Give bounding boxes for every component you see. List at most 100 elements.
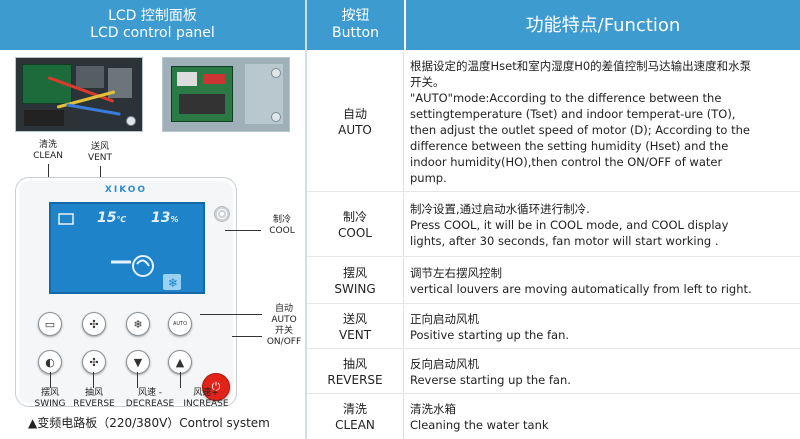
lcd-temperature-value: 15 [97,210,117,226]
cool-leader-line [225,230,261,231]
swing-callout: 摆风 SWING [30,388,70,410]
circuit-board-photo [15,57,143,132]
swing-callout-en: SWING [34,399,66,409]
function-line: indoor humidity(HO),then control the ON/… [410,154,723,169]
auto-key[interactable]: AUTO [168,312,192,336]
button-name-en: AUTO [338,122,372,137]
lcd-controller-device: XIKOO 15℃ 13% ❄ ▭ ✣ [15,177,237,407]
increase-leader-line [180,372,181,388]
function-line: Reverse starting up the fan. [410,372,571,387]
button-cell: 制冷 COOL [307,193,404,256]
function-cell: 制冷设置,通过启动水循环进行制冷. Press COOL, it will be… [406,193,796,256]
table-row: 抽风 REVERSE 反向启动风机 Reverse starting up th… [307,350,800,394]
function-line: settingtemperature (Tset) and indoor tem… [410,106,736,121]
reverse-key[interactable]: ✣ [82,350,106,374]
clean-callout-zh: 清洗 [38,140,57,150]
table-row: 摆风 SWING 调节左右摆风控制 vertical louvers are m… [307,258,800,304]
function-line: 正向启动风机 [410,311,479,326]
function-line: then adjust the outlet speed of motor (D… [410,122,750,137]
function-line: lights, after 30 seconds, fan motor will… [410,233,719,248]
increase-callout: 风速+ INCREASE [178,388,234,410]
lcd-humidity-unit: % [170,215,179,224]
header-lcd-panel: LCD 控制面板 LCD control panel [0,0,305,50]
button-name-zh: 抽风 [342,356,367,371]
function-line: 开关。 [410,74,445,89]
clean-callout: 清洗 CLEAN [28,140,68,162]
reverse-callout: 抽风 REVERSE [70,388,118,410]
cool-key[interactable]: ❄ [126,312,150,336]
function-line: difference between the setting humidity … [410,138,729,153]
decrease-callout-en: DECREASE [125,399,175,409]
header-lcd-panel-en: LCD control panel [90,25,215,41]
function-line: "AUTO"mode:According to the difference b… [410,90,722,105]
sensor-icon [214,206,230,222]
lcd-temperature-unit: ℃ [116,215,127,224]
lcd-humidity: 13% [151,210,179,226]
decrease-key[interactable]: ▼ [126,350,150,374]
lcd-segments [58,213,181,290]
header-button-zh: 按钮 [341,8,370,24]
control-system-caption: ▲变频电路板（220/380V）Control system [28,416,270,430]
table-row: 清洗 CLEAN 清洗水箱 Cleaning the water tank [307,395,800,439]
power-leader-line [232,336,262,337]
table-row: 自动 AUTO 根据设定的温度Hset和室内湿度H0的差值控制马达输出速度和水泵… [307,52,800,192]
clean-callout-en: CLEAN [33,151,63,161]
button-cell: 送风 VENT [307,305,404,348]
swing-key[interactable]: ◐ [38,350,62,374]
function-line: Press COOL, it will be in COOL mode, and… [410,217,729,232]
button-cell: 抽风 REVERSE [307,350,404,393]
swing-leader-line [50,372,51,388]
reverse-leader-line [93,372,94,388]
function-line: pump. [410,170,447,185]
lcd-temperature: 15℃ [97,210,126,226]
decrease-leader-line [137,372,138,388]
brand-logo: XIKOO [104,185,148,195]
vent-callout-zh: 送风 [90,142,109,152]
button-cell: 清洗 CLEAN [307,395,404,439]
decrease-callout-zh: 风速 - [137,388,163,398]
function-cell: 正向启动风机 Positive starting up the fan. [406,305,796,348]
power-callout-zh: 开关 [274,326,293,336]
reverse-callout-en: REVERSE [73,399,115,409]
button-name-zh: 清洗 [342,402,367,416]
power-key[interactable]: ⏻ [202,373,230,401]
increase-callout-zh: 风速+ [193,388,219,398]
header-button-en: Button [332,25,379,41]
vent-callout: 送风 VENT [80,142,120,164]
function-line: 根据设定的温度Hset和室内湿度H0的差值控制马达输出速度和水泵 [410,58,752,73]
button-name-zh: 自动 [342,106,367,121]
button-cell: 自动 AUTO [307,52,404,191]
lcd-humidity-value: 13 [151,210,171,226]
swing-callout-zh: 摆风 [40,388,59,398]
snowflake-icon: ❄ [168,276,179,290]
function-cell: 反向启动风机 Reverse starting up the fan. [406,350,796,393]
table-row: 制冷 COOL 制冷设置,通过启动水循环进行制冷. Press COOL, it… [307,193,800,257]
function-cell: 清洗水箱 Cleaning the water tank [406,395,796,439]
function-cell: 调节左右摆风控制 vertical louvers are moving aut… [406,258,796,303]
function-line: Cleaning the water tank [410,418,549,432]
auto-power-callout: 自动 AUTO 开关 ON/OFF [264,304,304,348]
function-line: 调节左右摆风控制 [410,265,502,280]
button-name-zh: 摆风 [342,265,367,280]
clean-key[interactable]: ▭ [38,312,62,336]
vent-callout-en: VENT [87,153,113,163]
button-name-en: SWING [334,281,376,296]
function-line: 反向启动风机 [410,356,479,371]
auto-leader-line [200,314,262,315]
header-function: 功能特点/Function [406,0,800,50]
auto-callout-en: AUTO [271,315,297,325]
button-name-zh: 制冷 [342,209,367,224]
button-name-en: REVERSE [327,372,383,387]
function-cell: 根据设定的温度Hset和室内湿度H0的差值控制马达输出速度和水泵 开关。 "AU… [406,52,796,191]
auto-callout-zh: 自动 [274,304,293,314]
power-callout-en: ON/OFF [266,337,302,347]
function-line: Positive starting up the fan. [410,327,570,342]
function-line: 制冷设置,通过启动水循环进行制冷. [410,201,590,216]
cool-callout: 制冷 COOL [262,215,302,237]
function-line: vertical louvers are moving automaticall… [410,281,752,296]
control-board-photo [162,57,290,132]
increase-key[interactable]: ▲ [168,350,192,374]
function-line: 清洗水箱 [410,402,456,416]
button-name-en: COOL [338,225,372,240]
vent-key[interactable]: ✣ [82,312,106,336]
